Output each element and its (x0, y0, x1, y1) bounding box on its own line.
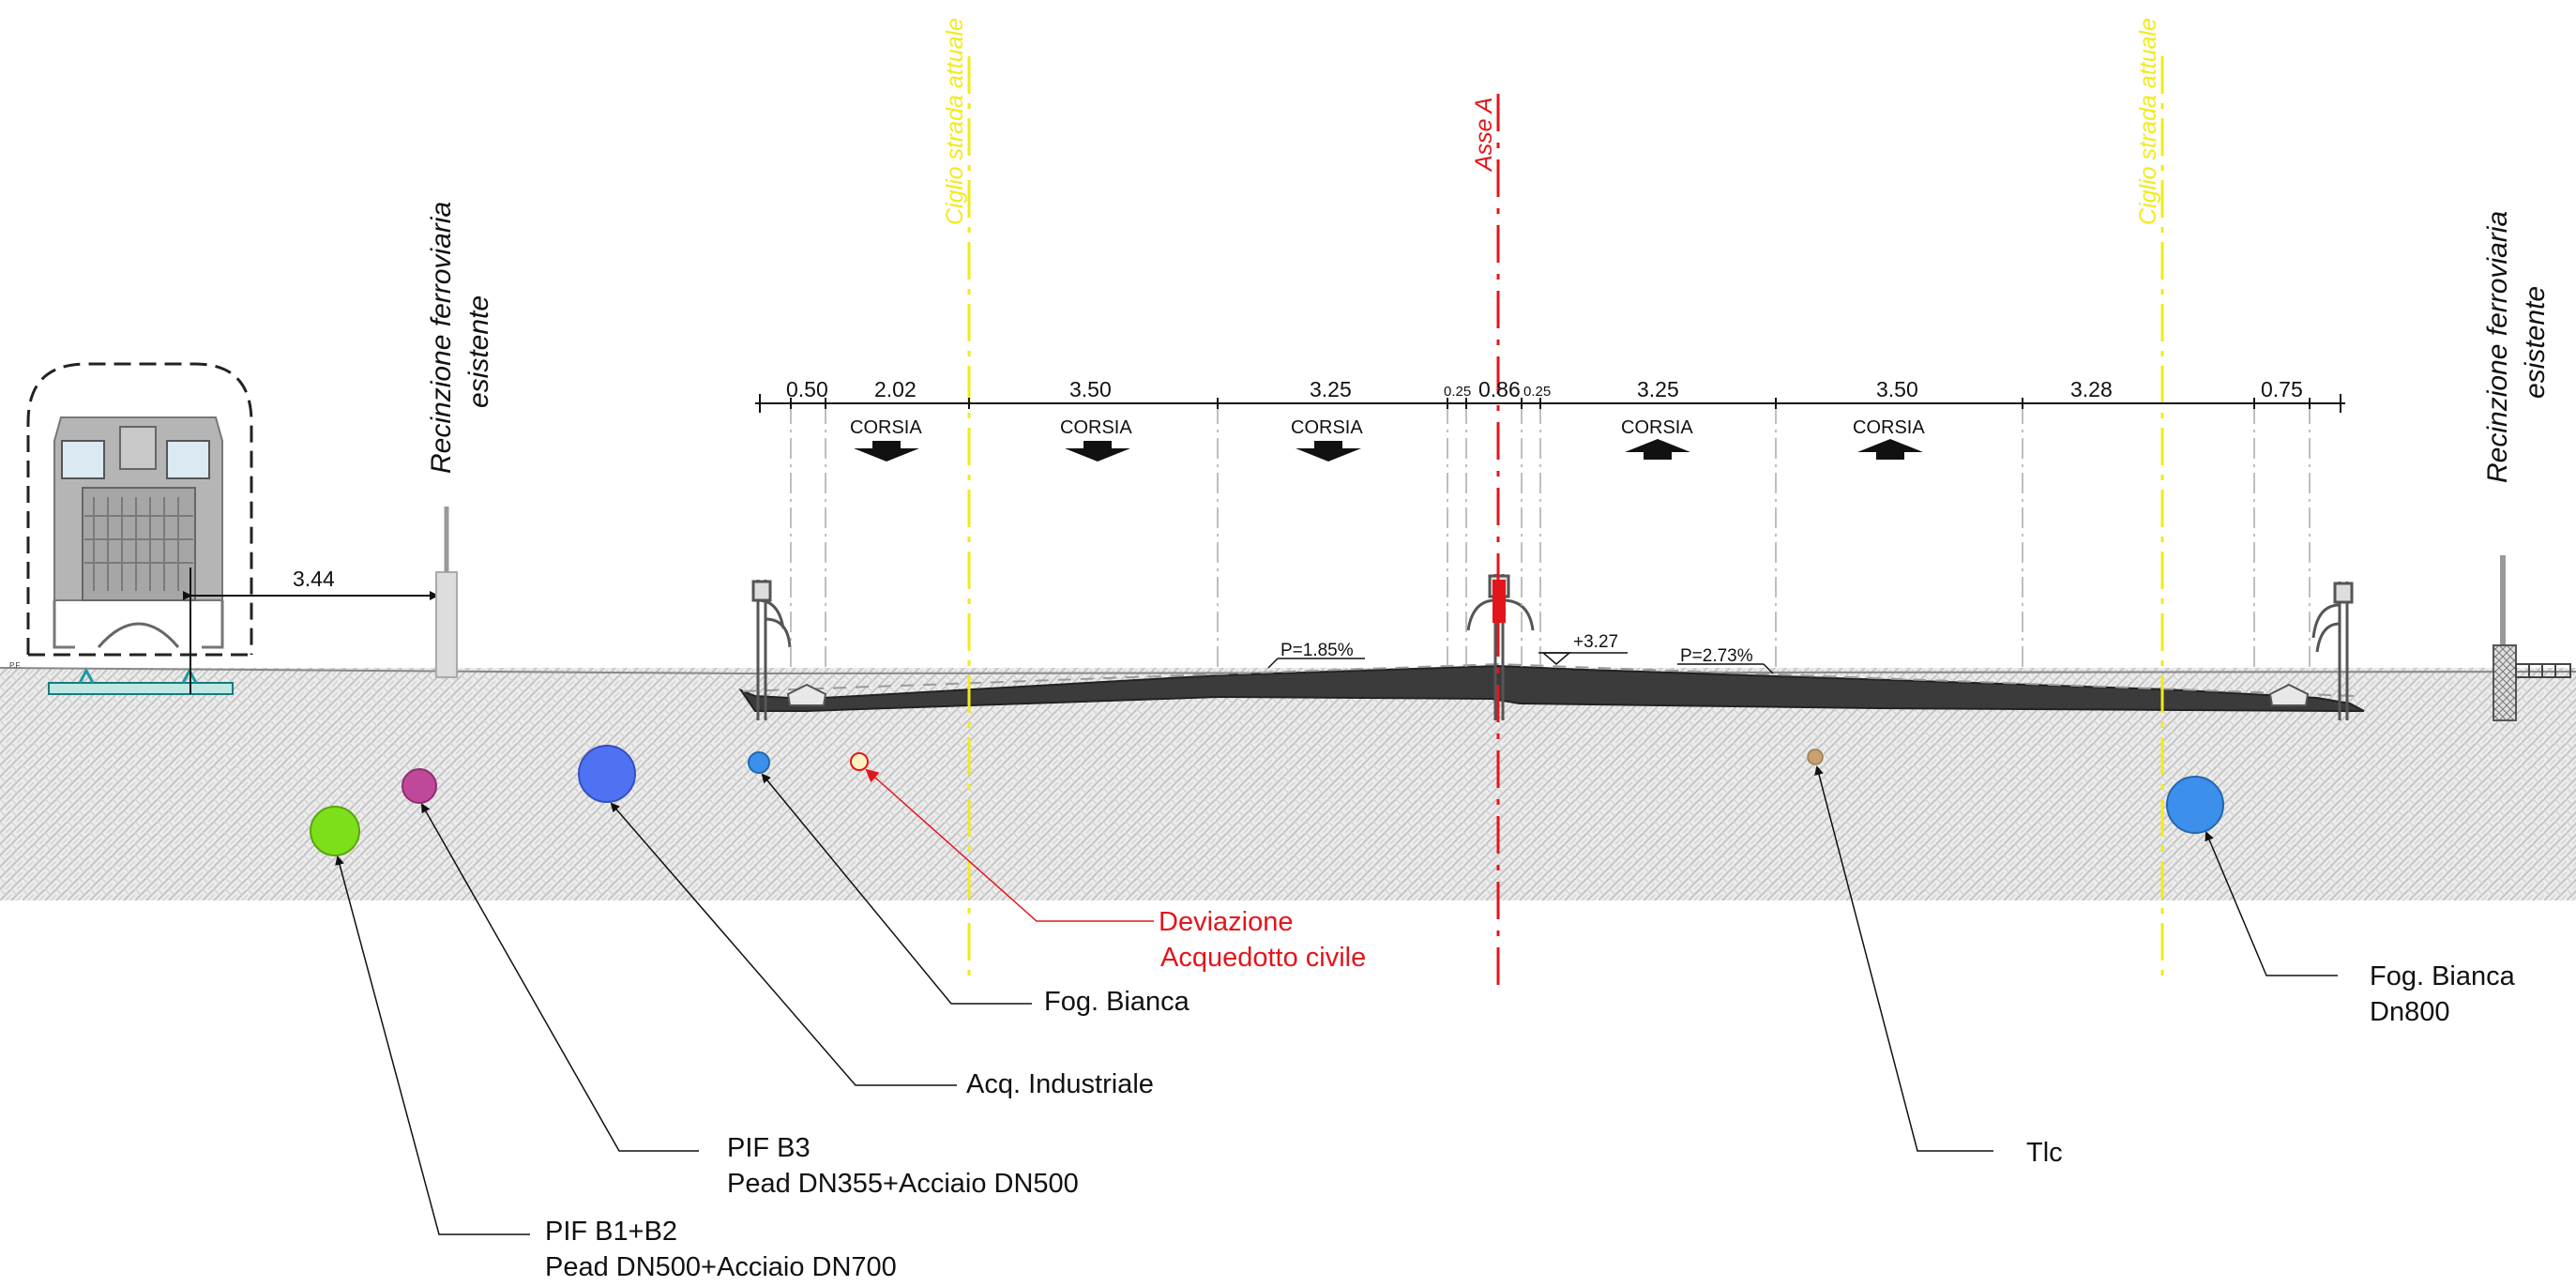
pipe-pif-b1b2 (310, 806, 360, 856)
callout-fog-bianca-dn800-line2: Dn800 (2370, 997, 2449, 1027)
dim-3-25-left: 3.25 (1310, 377, 1352, 401)
elevation-label: +3.27 (1573, 632, 1618, 652)
dim-3-25-right: 3.25 (1637, 377, 1679, 401)
callout-deviazione-line2: Acquedotto civile (1160, 943, 1366, 973)
callout-deviazione-line1: Deviazione (1159, 907, 1293, 937)
arrow-down-icon (854, 441, 919, 461)
dimension-chain: 0.50 2.02 3.50 3.25 0.25 0.86 0.25 3.25 … (755, 377, 2345, 413)
elevation-triangle-icon (1540, 652, 1572, 665)
dim-0-50: 0.50 (786, 377, 828, 401)
arrow-up-icon (1625, 439, 1690, 460)
arrow-up-icon (1857, 439, 1923, 460)
lane-3-label: CORSIA (1291, 417, 1363, 438)
dim-3-50-right: 3.50 (1876, 377, 1918, 401)
callout-acq-industriale: Acq. Industriale (966, 1069, 1154, 1099)
light-pole-left (751, 580, 792, 720)
lane-3: CORSIA (1291, 417, 1363, 461)
light-pole-right (2311, 582, 2354, 720)
callout-pif-b3-line2: Pead DN355+Acciaio DN500 (727, 1169, 1079, 1199)
slope-right-label: P=2.73% (1680, 646, 1753, 666)
leader-lines (335, 765, 2338, 1235)
slope-left-label: P=1.85% (1280, 641, 1354, 660)
train-section: P.F. (9, 362, 253, 695)
arrow-down-icon (1296, 441, 1361, 461)
leader-line-deviazione (865, 768, 1154, 922)
left-fence-label-line2: esistente (463, 295, 494, 408)
pipe-pif-b3 (402, 768, 437, 804)
pipe-fog-bianca-dn800 (2166, 776, 2224, 834)
ciglio-right-label: Ciglio strada attuale (2135, 18, 2161, 225)
train-clearance-label: 3.44 (293, 567, 335, 591)
callout-fog-bianca-dn800-line1: Fog. Bianca (2370, 961, 2516, 991)
pipe-fog-bianca-small (748, 751, 770, 774)
asse-a-label: Asse A (1471, 98, 1497, 173)
lane-1: CORSIA (850, 417, 922, 461)
arrow-down-icon (1065, 441, 1130, 461)
lane-2: CORSIA (1060, 417, 1132, 461)
lane-4-label: CORSIA (1621, 417, 1693, 438)
lane-1-label: CORSIA (850, 417, 922, 438)
train-clearance-dimension: 3.44 (183, 567, 439, 600)
ground-surface-line (0, 667, 2576, 675)
ciglio-left-label: Ciglio strada attuale (942, 18, 968, 225)
lane-2-label: CORSIA (1060, 417, 1132, 438)
slope-right: P=2.73% (1677, 646, 1774, 674)
right-fence (2493, 555, 2571, 721)
callout-fog-bianca-small: Fog. Bianca (1044, 987, 1190, 1017)
pipe-tlc (1807, 749, 1824, 765)
lane-4: CORSIA (1621, 417, 1693, 460)
dim-0-25-left: 0.25 (1444, 384, 1471, 400)
lane-reference-lines (790, 403, 2311, 671)
lane-5-label: CORSIA (1853, 417, 1925, 438)
elevation-marker: +3.27 (1538, 632, 1628, 665)
lane-5: CORSIA (1853, 417, 1925, 460)
pipe-deviazione (850, 752, 869, 771)
slope-left: P=1.85% (1267, 641, 1365, 669)
right-fence-label-line2: esistente (2520, 286, 2551, 399)
left-fence (435, 507, 458, 678)
svg-text:P.F.: P.F. (9, 661, 22, 670)
callout-pif-b3-line1: PIF B3 (727, 1133, 811, 1163)
dim-3-50-left: 3.50 (1069, 377, 1112, 401)
callout-pif-b1b2-line1: PIF B1+B2 (545, 1217, 677, 1247)
pipe-acq-industriale (578, 745, 636, 803)
dim-0-25-right: 0.25 (1523, 384, 1551, 400)
left-fence-label-line1: Recinzione ferroviaria (426, 202, 457, 474)
dim-3-28: 3.28 (2070, 377, 2113, 401)
callout-pif-b1b2-line2: Pead DN500+Acciaio DN700 (545, 1252, 897, 1282)
callout-tlc: Tlc (2026, 1138, 2063, 1168)
right-fence-label-line1: Recinzione ferroviaria (2482, 211, 2513, 483)
dim-0-86: 0.86 (1478, 377, 1521, 401)
road-pavement (738, 662, 2365, 712)
dim-2-02: 2.02 (874, 377, 917, 401)
dim-0-75: 0.75 (2261, 377, 2303, 401)
